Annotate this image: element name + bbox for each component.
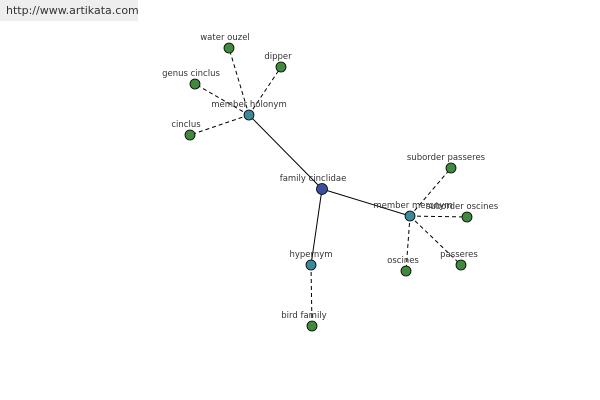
node-dipper[interactable]: dipper [264,52,292,73]
node-circle-bird-family[interactable] [306,320,318,332]
node-circle-oscines[interactable] [400,265,412,277]
edge-member-meronym-to-passeres [409,215,462,266]
node-label-dipper: dipper [264,52,292,62]
edge-member-holonym-to-dipper [248,66,282,116]
node-suborder-passeres[interactable]: suborder passeres [407,153,486,174]
node-passeres[interactable]: passeres [440,250,478,271]
edge-member-holonym-to-cinclus [189,114,250,136]
node-label-family-cinclidae: family cinclidae [280,174,347,184]
node-label-member-holonym: member holonym [211,100,286,110]
node-label-suborder-passeres: suborder passeres [407,153,486,163]
node-label-genus-cinclus: genus cinclus [162,69,220,79]
node-label-suborder-oscines: suborder oscines [426,202,499,212]
graph-edges [189,47,468,327]
graph-nodes: family cinclidae member holonym member mer… [162,33,499,332]
edge-member-meronym-to-oscines [405,215,411,272]
edge-member-holonym-to-genus-cinclus [194,83,250,116]
node-circle-dipper[interactable] [275,61,287,73]
node-label-passeres: passeres [440,250,478,260]
node-water-ouzel[interactable]: water ouzel [200,33,250,54]
node-bird-family[interactable]: bird family [281,311,327,332]
edge-family-cinclidae-to-member-holonym [248,114,323,190]
node-circle-hypernym[interactable] [305,259,317,271]
node-label-member-meronym: member meronym [373,201,452,211]
edge-member-meronym-to-suborder-oscines [409,215,468,218]
node-label-bird-family: bird family [281,311,326,321]
node-label-hypernym: hypernym [289,250,332,260]
node-label-water-ouzel: water ouzel [200,33,250,43]
edge-member-meronym-to-suborder-passeres [409,167,452,217]
edge-family-cinclidae-to-member-meronym [321,188,411,217]
node-family-cinclidae[interactable]: family cinclidae [280,174,347,195]
edge-hypernym-to-bird-family [310,264,313,327]
node-cinclus[interactable]: cinclus [171,120,201,141]
node-circle-member-meronym[interactable] [404,210,416,222]
node-circle-cinclus[interactable] [184,129,196,141]
node-genus-cinclus[interactable]: genus cinclus [162,69,220,90]
node-circle-genus-cinclus[interactable] [189,78,201,90]
url-banner: http://www.artikata.com [0,0,139,21]
node-circle-suborder-oscines[interactable] [461,211,473,223]
node-suborder-oscines[interactable]: suborder oscines [426,202,499,223]
node-circle-member-holonym[interactable] [243,109,255,121]
edge-member-holonym-to-water-ouzel [228,47,250,116]
node-label-cinclus: cinclus [171,120,201,130]
edge-family-cinclidae-to-hypernym [310,188,323,266]
node-circle-water-ouzel[interactable] [223,42,235,54]
node-circle-passeres[interactable] [455,259,467,271]
url-text[interactable]: http://www.artikata.com [6,4,139,17]
node-member-holonym[interactable]: member holonym [211,100,287,121]
node-circle-family-cinclidae[interactable] [316,183,328,195]
node-oscines[interactable]: oscines [387,256,419,277]
node-member-meronym[interactable]: member meronym [373,201,453,222]
node-circle-suborder-passeres[interactable] [445,162,457,174]
node-hypernym[interactable]: hypernym [289,250,333,271]
node-label-oscines: oscines [387,256,419,266]
